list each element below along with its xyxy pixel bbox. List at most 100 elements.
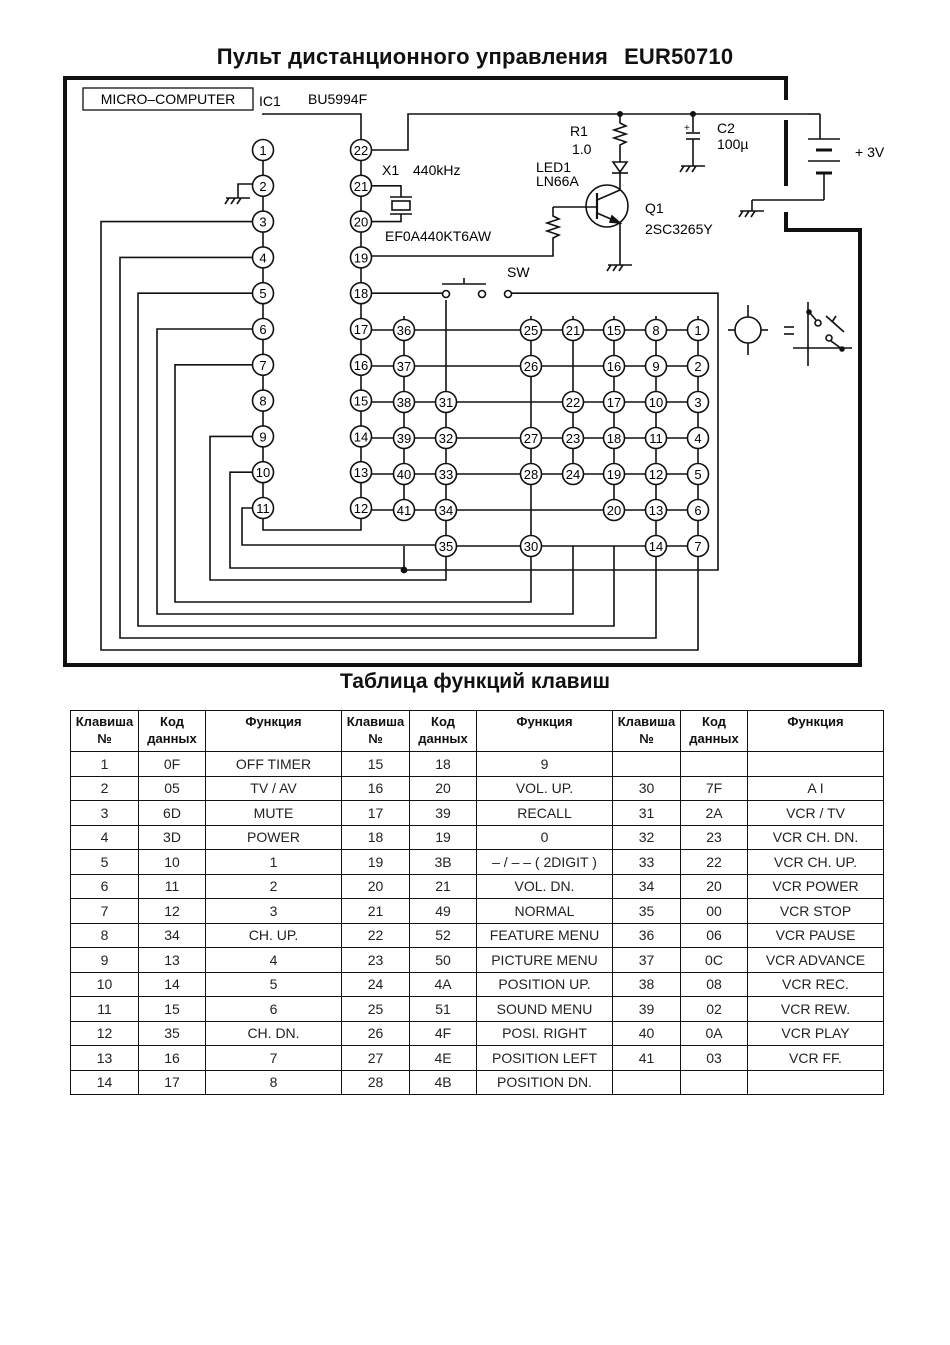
legend-symbol: [728, 302, 852, 366]
key-node-circle: [644, 498, 668, 522]
wires: [100, 111, 808, 651]
data-code-cell: 49: [409, 898, 477, 924]
data-code-cell: 08: [680, 971, 748, 997]
transistor-part-label: 2SC3265Y: [645, 221, 713, 237]
data-code-cell: 0F: [138, 751, 206, 777]
column-header: Функция: [747, 710, 884, 752]
column-header-line2: данных: [689, 731, 739, 746]
ic-pin-label: 6: [259, 322, 266, 337]
key-number-cell: 21: [341, 898, 410, 924]
key-node-circle: [561, 390, 585, 414]
function-cell: VOL. DN.: [476, 873, 613, 899]
ic-pin-label: 13: [354, 465, 368, 480]
ic-pin-label: 14: [354, 429, 368, 444]
key-number-cell: 18: [341, 824, 410, 850]
ground-symbols: [224, 165, 764, 272]
key-node-circle: [434, 462, 458, 486]
column-header-line1: Код: [702, 714, 726, 729]
ic-pin-circle: [251, 174, 275, 198]
key-node-label: 5: [694, 467, 701, 482]
data-code-cell: 52: [409, 922, 477, 948]
function-cell: VCR REC.: [747, 971, 884, 997]
data-code-cell: 03: [680, 1045, 748, 1071]
function-cell: OFF TIMER: [205, 751, 342, 777]
key-number-cell: 36: [612, 922, 681, 948]
key-number-cell: 40: [612, 1020, 681, 1046]
key-node-label: 7: [694, 539, 701, 554]
data-code-cell: 19: [409, 824, 477, 850]
data-code-cell: 15: [138, 996, 206, 1022]
key-node-circle: [686, 498, 710, 522]
key-node-label: 4: [694, 431, 701, 446]
title-text: Пульт дистанционного управления: [216, 44, 609, 69]
key-number-cell: 5: [70, 849, 139, 875]
key-node-circle: [434, 498, 458, 522]
key-node-label: 16: [607, 359, 621, 374]
key-node-label: 35: [439, 539, 453, 554]
key-node-label: 27: [524, 431, 538, 446]
ic-ref-label: IC1: [259, 93, 281, 109]
key-node-circle: [602, 318, 626, 342]
key-node-circle: [392, 390, 416, 414]
data-code-cell: 4E: [409, 1045, 477, 1071]
column-header-line1: Клавиша: [617, 714, 676, 729]
capacitor-c2-symbol: +: [684, 114, 700, 166]
column-header-line1: Функция: [516, 714, 573, 729]
key-node-label: 21: [566, 323, 580, 338]
key-node-circle: [392, 498, 416, 522]
function-cell: VCR REW.: [747, 996, 884, 1022]
key-number-cell: 35: [612, 898, 681, 924]
key-node-circle: [644, 354, 668, 378]
function-cell: 2: [205, 873, 342, 899]
capacitor-ref-label: C2: [717, 120, 735, 136]
key-node-circle: [686, 390, 710, 414]
column-header-line2: №: [97, 731, 112, 746]
ic-pin-label: 18: [354, 286, 368, 301]
key-number-cell: 31: [612, 800, 681, 826]
ic-pin-circle: [251, 389, 275, 412]
data-code-cell: 22: [680, 849, 748, 875]
remote-control-schematic: MICRO–COMPUTER IC1 BU5994F X1 440kHz EF0…: [63, 76, 885, 667]
key-number-cell: [612, 1069, 681, 1095]
ic-pin-circle: [251, 317, 275, 341]
data-code-cell: 2A: [680, 800, 748, 826]
key-node-circle: [686, 534, 710, 558]
key-node-label: 12: [649, 467, 663, 482]
data-code-cell: 18: [409, 751, 477, 777]
function-cell: 5: [205, 971, 342, 997]
data-code-cell: 3B: [409, 849, 477, 875]
data-code-cell: 13: [138, 947, 206, 973]
key-node-label: 22: [566, 395, 580, 410]
function-cell: [747, 1069, 884, 1095]
data-code-cell: 20: [409, 775, 477, 801]
key-number-cell: 17: [341, 800, 410, 826]
key-node-label: 34: [439, 503, 453, 518]
data-code-cell: 12: [138, 898, 206, 924]
key-node-circle: [434, 426, 458, 450]
key-node-label: 40: [397, 467, 411, 482]
key-node-label: 25: [524, 323, 538, 338]
data-code-cell: [680, 1069, 748, 1095]
key-node-circle: [434, 534, 458, 558]
key-number-cell: 14: [70, 1069, 139, 1095]
key-node-circle: [602, 426, 626, 450]
function-cell: NORMAL: [476, 898, 613, 924]
key-number-cell: 11: [70, 996, 139, 1022]
key-node-label: 28: [524, 467, 538, 482]
key-node-circle: [561, 318, 585, 342]
crystal-symbol: [390, 196, 412, 215]
column-header: Код данных: [680, 710, 748, 752]
key-node-circle: [561, 462, 585, 486]
key-node-circle: [644, 426, 668, 450]
key-number-cell: 37: [612, 947, 681, 973]
key-node-label: 2: [694, 359, 701, 374]
key-node-label: 32: [439, 431, 453, 446]
key-number-cell: 1: [70, 751, 139, 777]
ic-pin-label: 10: [256, 465, 270, 480]
function-cell: VCR CH. DN.: [747, 824, 884, 850]
data-code-cell: 4A: [409, 971, 477, 997]
